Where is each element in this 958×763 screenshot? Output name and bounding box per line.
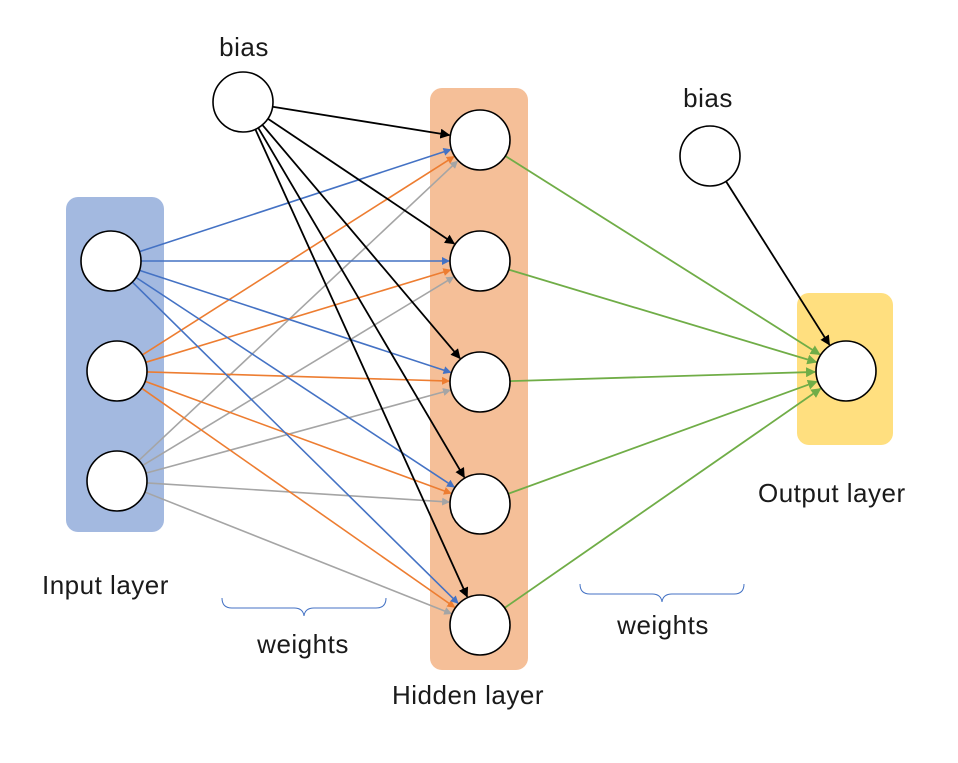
edge-hidden-2-output xyxy=(508,268,818,365)
edge-hidden-5-output xyxy=(504,387,822,609)
edge-hidden-4-output xyxy=(507,379,818,495)
input-node-3 xyxy=(86,450,148,512)
bias-node-hidden xyxy=(212,71,274,133)
input-node-2 xyxy=(86,340,148,402)
edge-bias-hidden-2 xyxy=(267,117,456,245)
edge-input-1-hidden-4 xyxy=(135,276,455,488)
input-layer-label: Input layer xyxy=(42,570,169,600)
edge-bias-hidden-4 xyxy=(257,127,466,479)
bias-label-hidden: bias xyxy=(219,32,269,62)
edge-input-2-hidden-3 xyxy=(146,371,451,385)
output-node-1 xyxy=(815,340,877,402)
edge-input-1-hidden-3 xyxy=(139,269,452,374)
bias-node-output xyxy=(679,125,741,187)
hidden-node-3 xyxy=(449,351,511,413)
hidden-node-2 xyxy=(449,230,511,292)
input-node-1 xyxy=(80,230,142,292)
edge-bias-output xyxy=(725,180,831,346)
edge-input-1-hidden-5 xyxy=(131,281,459,604)
edge-input-1-hidden-1 xyxy=(139,148,452,253)
edge-input-3-hidden-4 xyxy=(146,482,451,506)
edge-hidden-3-output xyxy=(509,367,817,382)
edge-input-3-hidden-3 xyxy=(145,388,452,474)
output-layer-label: Output layer xyxy=(758,478,906,508)
hidden-node-1 xyxy=(449,109,511,171)
bias-label-output: bias xyxy=(683,83,733,113)
edge-input-2-hidden-2 xyxy=(145,268,452,364)
edge-input-2-hidden-5 xyxy=(141,387,456,608)
connection-edges xyxy=(131,105,831,615)
weights-brace-left xyxy=(221,597,387,617)
edge-bias-hidden-3 xyxy=(261,124,461,360)
edge-input-2-hidden-4 xyxy=(144,380,452,495)
edge-bias-hidden-5 xyxy=(254,128,469,598)
hidden-node-4 xyxy=(449,473,511,535)
weights-brace-right xyxy=(579,583,745,603)
weights-label-hidden-output: weights xyxy=(617,610,709,640)
hidden-node-5 xyxy=(449,594,511,656)
edge-hidden-1-output xyxy=(504,155,821,356)
neuron-nodes xyxy=(80,71,877,656)
hidden-layer-label: Hidden layer xyxy=(392,680,544,710)
edge-input-3-hidden-5 xyxy=(144,491,453,615)
edge-input-3-hidden-2 xyxy=(142,276,455,467)
edge-input-2-hidden-1 xyxy=(141,155,455,356)
edge-bias-hidden-1 xyxy=(272,105,451,139)
weights-label-input-hidden: weights xyxy=(257,629,349,659)
